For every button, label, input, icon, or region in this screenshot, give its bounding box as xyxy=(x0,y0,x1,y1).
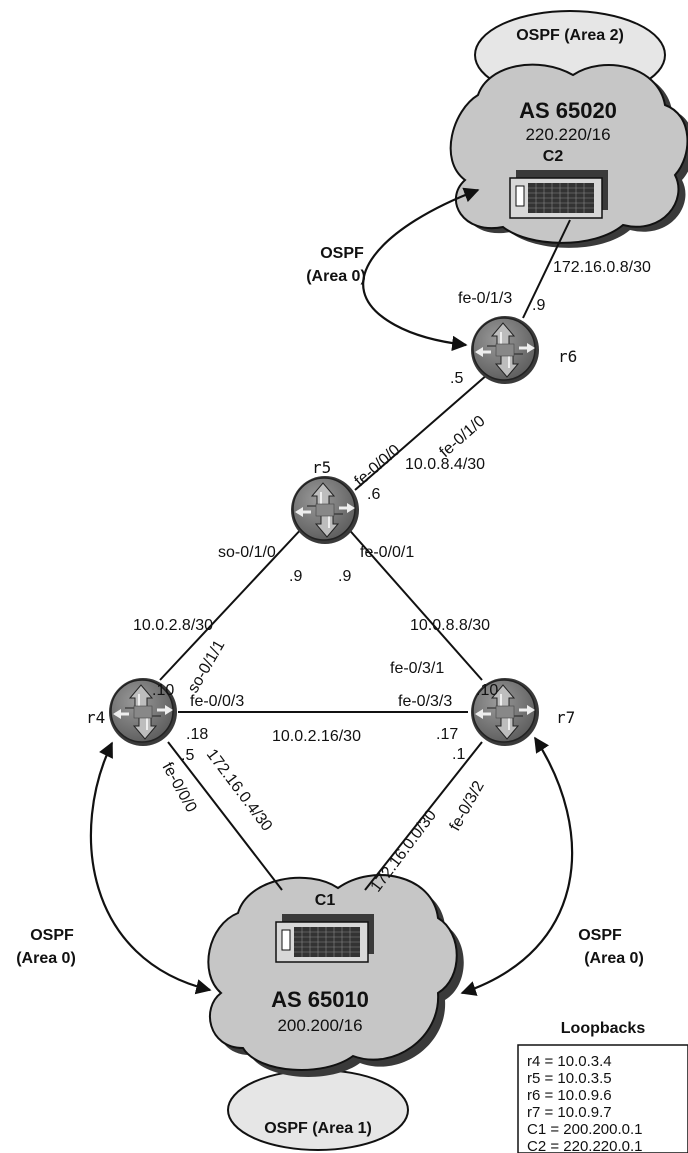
r7-if-r4: fe-0/3/3 xyxy=(398,693,452,710)
loopbacks-title: Loopbacks xyxy=(561,1020,646,1037)
link-c2-r6-subnet: 172.16.0.8/30 xyxy=(553,259,651,276)
ospf-area0-label-left-2: (Area 0) xyxy=(16,950,76,967)
router-r7-name: r7 xyxy=(556,708,575,727)
loopback-entry: r6 = 10.0.9.6 xyxy=(527,1087,612,1104)
router-r6-name: r6 xyxy=(558,347,577,366)
loopbacks-legend: Loopbacks r4 = 10.0.3.4r5 = 10.0.3.5r6 =… xyxy=(518,1020,688,1153)
link-r6-r5-subnet: 10.0.8.4/30 xyxy=(405,456,485,473)
r4-if-c1: fe-0/0/0 xyxy=(159,760,200,816)
ospf-area0-label-top-2: (Area 0) xyxy=(306,268,366,285)
c1-server-icon xyxy=(276,914,374,962)
r4-host-c1: .5 xyxy=(181,747,194,764)
ospf-area1-region: OSPF (Area 1) xyxy=(228,1070,408,1150)
as65010-prefix: 200.200/16 xyxy=(277,1016,362,1035)
ospf-area0-label-right-1: OSPF xyxy=(578,927,622,944)
ospf-arrow-r4-c1 xyxy=(91,743,210,990)
router-r5-icon xyxy=(291,476,359,544)
router-r4-name: r4 xyxy=(86,708,105,727)
r5-if-r6: fe-0/0/0 xyxy=(351,442,403,490)
as65010-label: AS 65010 xyxy=(271,987,369,1012)
c1-name: C1 xyxy=(315,892,336,909)
loopback-entry: r7 = 10.0.9.7 xyxy=(527,1104,612,1121)
r4-host-r5: .10 xyxy=(152,682,174,699)
r6-if-c2: fe-0/1/3 xyxy=(458,290,512,307)
r4-if-r7: fe-0/0/3 xyxy=(190,693,244,710)
r7-host-r5: .10 xyxy=(476,682,498,699)
loopback-entry: r5 = 10.0.3.5 xyxy=(527,1070,612,1087)
loopback-entry: r4 = 10.0.3.4 xyxy=(527,1053,612,1070)
r5-host-r7: .9 xyxy=(338,568,351,585)
r7-if-c1: fe-0/3/2 xyxy=(447,778,488,834)
r6-if-r5: fe-0/1/0 xyxy=(436,413,488,461)
r5-if-r4: so-0/1/0 xyxy=(218,544,276,561)
as65020-prefix: 220.220/16 xyxy=(525,125,610,144)
router-r6: r6 xyxy=(471,316,577,384)
r7-if-r5: fe-0/3/1 xyxy=(390,660,444,677)
ospf-area2-label: OSPF (Area 2) xyxy=(516,27,624,44)
r4-host-r7: .18 xyxy=(186,726,208,743)
r5-if-r7: fe-0/0/1 xyxy=(360,544,414,561)
r5-host-r4: .9 xyxy=(289,568,302,585)
ospf-area0-label-top-1: OSPF xyxy=(320,245,364,262)
router-r5-name: r5 xyxy=(312,458,331,477)
c2-server-icon xyxy=(510,170,608,218)
ospf-arrow-r7-c1 xyxy=(462,738,572,993)
as65020-label: AS 65020 xyxy=(519,98,617,123)
ospf-area1-label: OSPF (Area 1) xyxy=(264,1120,372,1137)
router-r5: r5 xyxy=(291,458,359,544)
loopback-entry: C2 = 220.220.0.1 xyxy=(527,1138,643,1153)
link-r4-c1-subnet: 172.16.0.4/30 xyxy=(203,746,276,834)
r7-host-c1: .1 xyxy=(452,746,465,763)
r5-host-r6: .6 xyxy=(367,486,380,503)
c2-name: C2 xyxy=(543,148,564,165)
ospf-area0-arrows xyxy=(91,190,572,993)
r6-host-r5: .5 xyxy=(450,370,463,387)
as65010-cloud: C1 AS 65010 200.200/16 xyxy=(208,875,463,1077)
link-r4-r7-subnet: 10.0.2.16/30 xyxy=(272,728,361,745)
ospf-area0-label-left-1: OSPF xyxy=(30,927,74,944)
link-r5-r4-subnet: 10.0.2.8/30 xyxy=(133,617,213,634)
r7-host-r4: .17 xyxy=(436,726,458,743)
r6-host-c2: .9 xyxy=(532,297,545,314)
loopback-entry: C1 = 200.200.0.1 xyxy=(527,1121,643,1138)
router-r6-icon xyxy=(471,316,539,384)
ospf-area0-label-right-2: (Area 0) xyxy=(584,950,644,967)
link-r5-r7-subnet: 10.0.8.8/30 xyxy=(410,617,490,634)
